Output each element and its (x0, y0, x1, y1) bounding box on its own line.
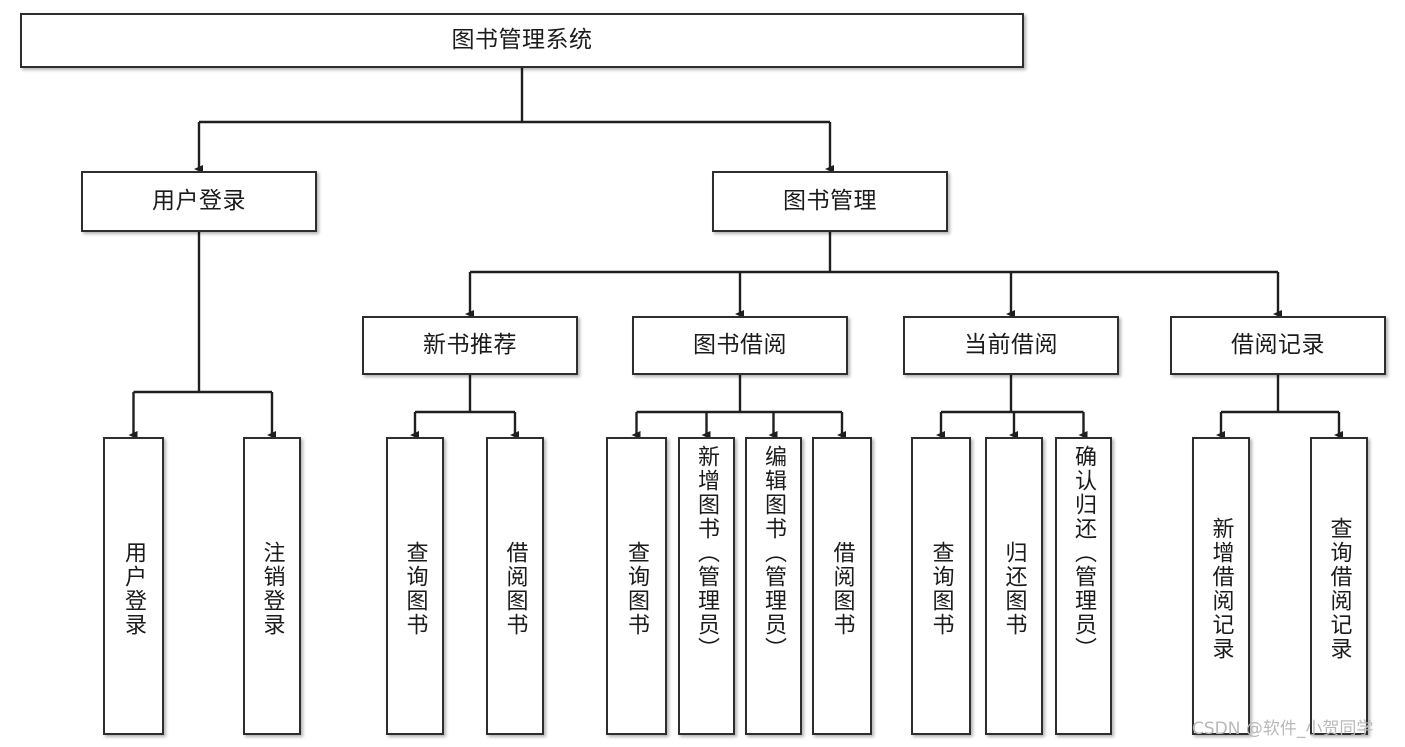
leaf-edit-book[interactable]: 编辑图书（管理员） (745, 437, 802, 735)
leaf-add-borrow-record[interactable]: 新增借阅记录 (1192, 437, 1250, 735)
leaf-borrow-book-rec-label: 借阅图书 (502, 541, 528, 637)
node-new-book-rec[interactable]: 新书推荐 (362, 316, 578, 375)
leaf-borrow-book[interactable]: 借阅图书 (812, 437, 872, 735)
node-book-manage-label: 图书管理 (783, 188, 877, 214)
leaf-add-borrow-record-label: 新增借阅记录 (1208, 517, 1234, 661)
leaf-user-login[interactable]: 用户登录 (103, 437, 164, 735)
leaf-query-book-current[interactable]: 查询图书 (911, 437, 971, 735)
leaf-add-book[interactable]: 新增图书（管理员） (678, 437, 735, 735)
node-current-borrow[interactable]: 当前借阅 (903, 316, 1119, 375)
watermark: CSDN @软件_小贺同学 (1192, 719, 1374, 739)
node-borrow-record[interactable]: 借阅记录 (1170, 316, 1386, 375)
node-root[interactable]: 图书管理系统 (20, 13, 1024, 68)
node-user-login[interactable]: 用户登录 (81, 171, 317, 232)
node-borrow-record-label: 借阅记录 (1231, 332, 1325, 358)
leaf-confirm-return-label: 确认归还（管理员） (1071, 445, 1097, 661)
leaf-borrow-book-rec[interactable]: 借阅图书 (486, 437, 544, 735)
leaf-logout[interactable]: 注销登录 (243, 437, 301, 735)
node-book-borrow[interactable]: 图书借阅 (632, 316, 848, 375)
node-new-book-rec-label: 新书推荐 (423, 332, 517, 358)
leaf-query-book-current-label: 查询图书 (928, 541, 954, 637)
leaf-edit-book-label: 编辑图书（管理员） (761, 445, 787, 661)
leaf-return-book-label: 归还图书 (1001, 541, 1027, 637)
node-book-borrow-label: 图书借阅 (693, 332, 787, 358)
node-book-manage[interactable]: 图书管理 (712, 171, 948, 232)
node-user-login-label: 用户登录 (152, 188, 246, 214)
leaf-query-borrow-record-label: 查询借阅记录 (1326, 517, 1352, 661)
leaf-user-login-label: 用户登录 (121, 541, 147, 637)
node-root-label: 图书管理系统 (451, 27, 593, 53)
leaf-query-book-rec[interactable]: 查询图书 (386, 437, 444, 735)
node-current-borrow-label: 当前借阅 (964, 332, 1058, 358)
leaf-query-borrow-record[interactable]: 查询借阅记录 (1310, 437, 1368, 735)
leaf-query-book-borrow[interactable]: 查询图书 (606, 437, 667, 735)
leaf-add-book-label: 新增图书（管理员） (694, 445, 720, 661)
leaf-query-book-borrow-label: 查询图书 (624, 541, 650, 637)
leaf-return-book[interactable]: 归还图书 (985, 437, 1043, 735)
leaf-logout-label: 注销登录 (259, 541, 285, 637)
leaf-confirm-return[interactable]: 确认归还（管理员） (1055, 437, 1112, 735)
leaf-query-book-rec-label: 查询图书 (402, 541, 428, 637)
leaf-borrow-book-label: 借阅图书 (829, 541, 855, 637)
